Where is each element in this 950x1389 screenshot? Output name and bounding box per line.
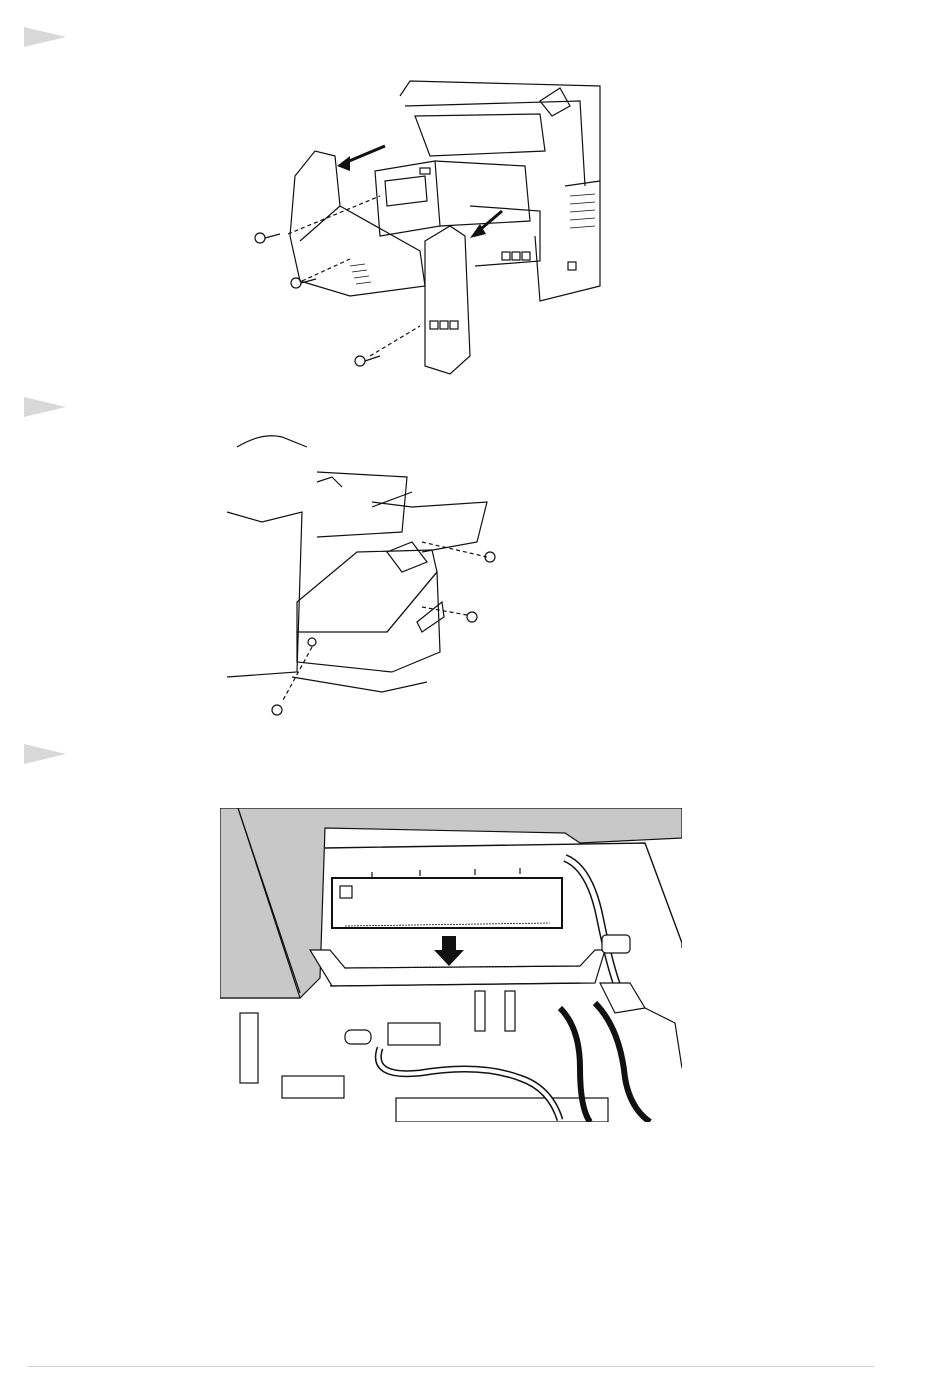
illustration-remove-covers xyxy=(240,76,620,382)
step-marker-2 xyxy=(24,397,66,417)
illustration-slide-board xyxy=(222,432,512,722)
footer-rule xyxy=(28,1366,874,1367)
step-marker-1 xyxy=(24,27,66,47)
step-marker-3 xyxy=(24,744,66,764)
illustration-insert-memory xyxy=(220,808,682,1122)
